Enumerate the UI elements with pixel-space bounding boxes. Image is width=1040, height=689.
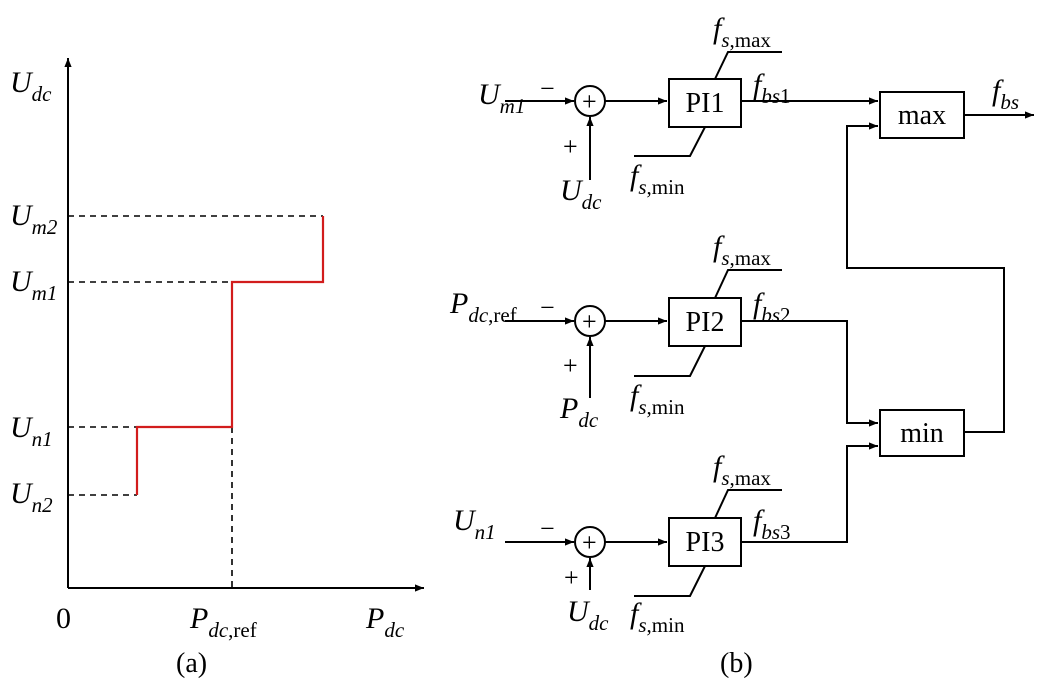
row-3: Un1 − + + Udc PI3 fs,max fs,min fbs3: [453, 442, 878, 637]
limit-lower-3: [634, 565, 706, 597]
origin-label: 0: [56, 602, 71, 635]
panel-b: Um1 − + + Udc PI1 fs,max fs,min fbs1 Pdc…: [449, 12, 1034, 679]
input-udc-1: Udc: [560, 174, 602, 214]
plus-sign-3: +: [564, 563, 579, 592]
label-fsmax-3: fs,max: [713, 450, 771, 490]
label-un2: Un2: [10, 477, 53, 517]
label-fsmin-2: fs,min: [630, 379, 685, 419]
fbs2-arrow: [741, 320, 878, 427]
y-axis-label: Udc: [10, 66, 52, 106]
input-um1: Um1: [478, 78, 525, 118]
limit-lower-2: [634, 345, 706, 377]
label-fbs3: fbs3: [753, 504, 791, 544]
input-un1: Un1: [453, 504, 496, 544]
x-axis-label: Pdc: [365, 602, 405, 642]
caption-a: (a): [176, 648, 207, 679]
pi2-block: [668, 297, 742, 347]
pi1-block: [668, 78, 742, 128]
limit-lower-1: [634, 126, 706, 157]
panel-a: Udc Um2 Um1 Un1 Un2 0 Pdc,ref Pdc (a): [10, 58, 424, 679]
limit-upper-2: [714, 269, 782, 299]
plus-sign-2: +: [563, 351, 578, 380]
minus-sign-3: −: [540, 514, 555, 543]
row-2: Pdc,ref − + + Pdc PI2 fs,max fs,min fbs2: [449, 230, 878, 432]
input-udc-3: Udc: [567, 595, 609, 635]
limit-upper-3: [714, 489, 782, 519]
label-fsmax-1: fs,max: [713, 12, 771, 52]
label-fsmin-3: fs,min: [630, 597, 685, 637]
sum-symbol-2: +: [582, 307, 597, 336]
label-un1: Un1: [10, 411, 53, 451]
label-um2: Um2: [10, 199, 58, 239]
label-fsmax-2: fs,max: [713, 230, 771, 270]
label-fbs: fbs: [992, 74, 1019, 114]
fbs3-arrow: [741, 442, 878, 543]
min-label: min: [900, 418, 944, 449]
minus-sign-1: −: [540, 74, 555, 103]
pi3-label: PI3: [686, 527, 725, 558]
min-block: [879, 409, 965, 457]
minus-sign-2: −: [540, 293, 555, 322]
max-label: max: [898, 100, 946, 131]
min-to-max-arrow: [846, 122, 1005, 433]
characteristic-curve: [135, 216, 325, 495]
label-um1: Um1: [10, 265, 57, 305]
input-pdcref: Pdc,ref: [449, 287, 517, 327]
caption-b: (b): [720, 648, 753, 679]
label-fsmin-1: fs,min: [630, 159, 685, 199]
limit-upper-1: [714, 51, 782, 80]
sum-symbol-1: +: [582, 87, 597, 116]
input-pdc: Pdc: [559, 392, 599, 432]
sum-symbol-3: +: [582, 528, 597, 557]
pi1-label: PI1: [686, 88, 725, 119]
label-pdcref: Pdc,ref: [189, 602, 257, 642]
max-block: [879, 91, 965, 139]
row-1: Um1 − + + Udc PI1 fs,max fs,min fbs1: [478, 12, 878, 214]
plus-sign-1: +: [563, 132, 578, 161]
pi2-label: PI2: [686, 307, 725, 338]
